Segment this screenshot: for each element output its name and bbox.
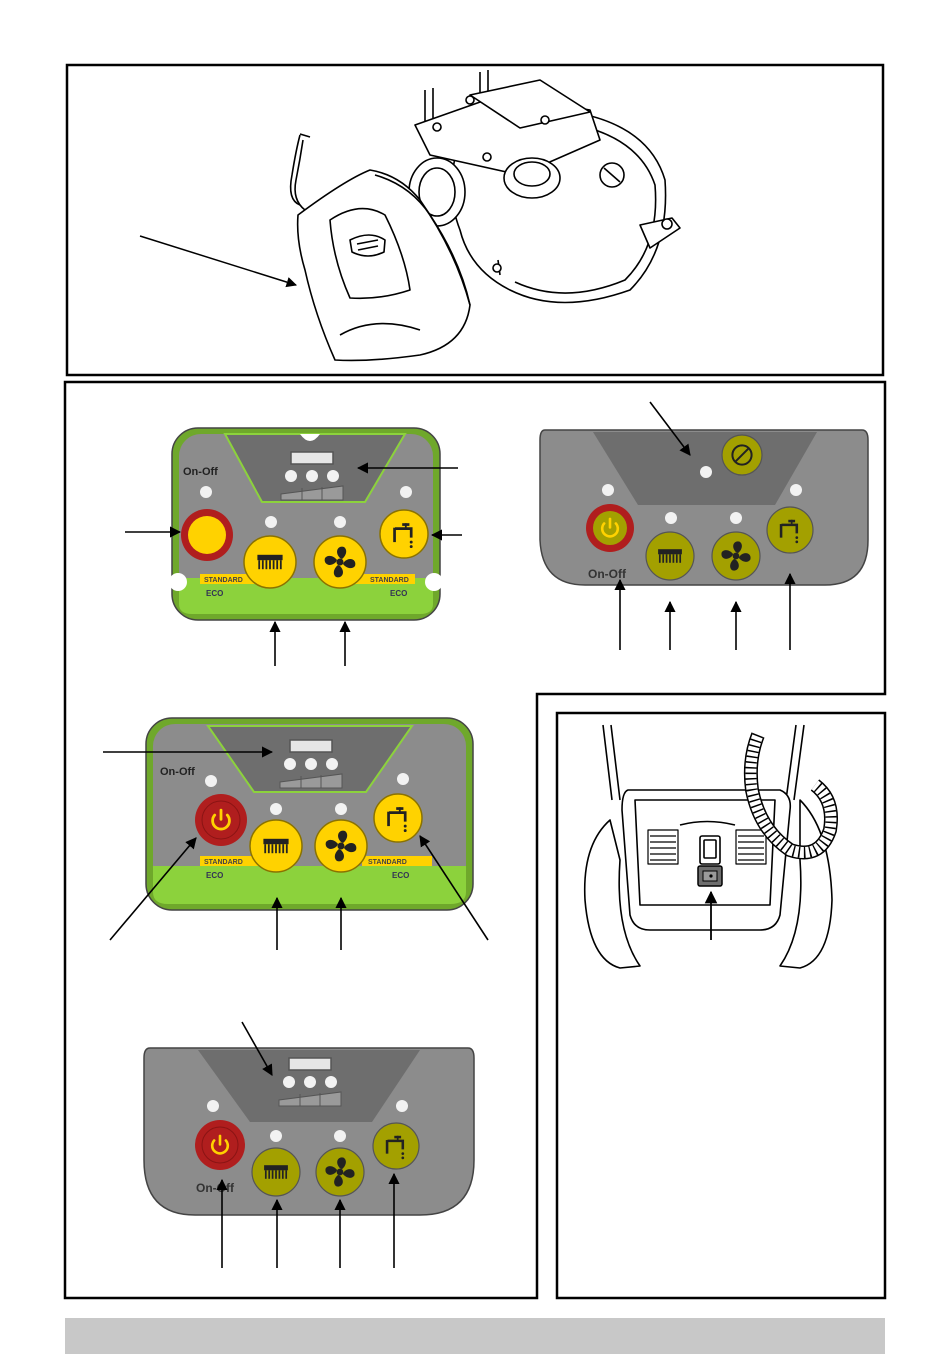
led-power	[207, 1100, 219, 1112]
led-brush	[665, 512, 677, 524]
on-off-label: On-Off	[183, 466, 218, 478]
standard-label-right: STANDARD	[368, 859, 407, 866]
brush-button[interactable]	[250, 820, 302, 872]
power-button[interactable]	[181, 509, 233, 561]
led-water	[790, 484, 802, 496]
brush-button[interactable]	[244, 536, 296, 588]
power-button[interactable]	[586, 504, 634, 552]
eco-label-right: ECO	[390, 589, 407, 598]
standard-label-left: STANDARD	[204, 577, 243, 584]
led-brush	[265, 516, 277, 528]
vacuum-button[interactable]	[314, 536, 366, 588]
led-power	[602, 484, 614, 496]
machine-rear-drawing	[585, 725, 832, 968]
led-vacuum	[334, 1130, 346, 1142]
brush-button[interactable]	[252, 1148, 300, 1196]
standard-label-right: STANDARD	[370, 577, 409, 584]
eco-label-left: ECO	[206, 589, 223, 598]
on-off-label: On-Off	[196, 1181, 235, 1195]
water-button[interactable]	[374, 794, 422, 842]
cover-pointer-arrow	[140, 236, 296, 285]
led-vacuum	[730, 512, 742, 524]
standard-label-left: STANDARD	[204, 859, 243, 866]
led-vacuum	[334, 516, 346, 528]
water-button[interactable]	[767, 507, 813, 553]
control-panel-green-lcd-b: On-Off STANDARD STANDARD ECO ECO	[146, 718, 473, 910]
main-switch[interactable]	[698, 866, 722, 886]
vacuum-button[interactable]	[316, 1148, 364, 1196]
led-power	[200, 486, 212, 498]
control-panel-grey-gauge: On-Off	[540, 430, 868, 585]
control-panel-grey-lcd: On-Off	[144, 1048, 474, 1215]
on-off-label: On-Off	[588, 567, 627, 581]
led-water	[397, 773, 409, 785]
vacuum-button[interactable]	[712, 532, 760, 580]
led-water	[400, 486, 412, 498]
water-button[interactable]	[380, 510, 428, 558]
led-power	[205, 775, 217, 787]
eco-label-right: ECO	[392, 871, 409, 880]
vacuum-button[interactable]	[315, 820, 367, 872]
footer-band	[65, 1318, 885, 1354]
power-button[interactable]	[195, 1120, 245, 1170]
led-water	[396, 1100, 408, 1112]
power-button[interactable]	[195, 794, 247, 846]
water-button[interactable]	[373, 1123, 419, 1169]
led-brush	[270, 803, 282, 815]
led-brush	[270, 1130, 282, 1142]
control-panel-green-lcd-a: On-Off STANDARD STANDARD ECO ECO	[169, 428, 443, 620]
brush-button[interactable]	[646, 532, 694, 580]
gauge-button[interactable]	[722, 435, 762, 475]
led-vacuum	[335, 803, 347, 815]
on-off-label: On-Off	[160, 766, 195, 778]
led-gauge	[700, 466, 712, 478]
eco-label-left: ECO	[206, 871, 223, 880]
